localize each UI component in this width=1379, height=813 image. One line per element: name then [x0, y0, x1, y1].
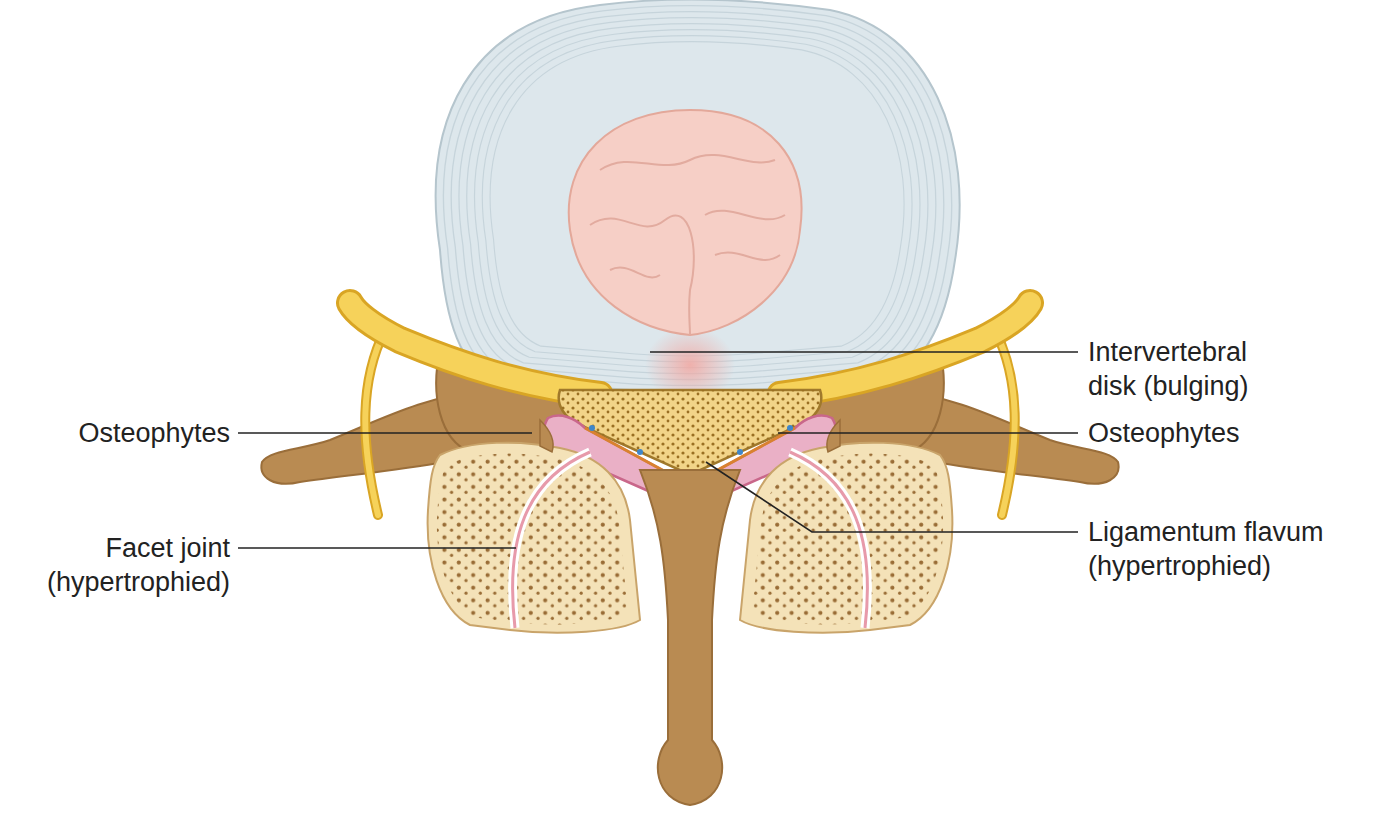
vessel-dot — [637, 449, 643, 455]
nucleus-fold — [705, 211, 785, 220]
part-label: Ligamentum flavum (hypertrophied) — [1088, 515, 1373, 583]
annulus-ring — [475, 30, 920, 368]
annulus-ring — [467, 24, 928, 374]
annulus-rings — [444, 6, 952, 392]
part-label: Osteophytes — [1088, 416, 1338, 450]
vessel-dots — [589, 425, 793, 455]
part-label: Intervertebral disk (bulging) — [1088, 335, 1288, 403]
leader-lines — [238, 352, 1078, 548]
part-label: Osteophytes — [20, 416, 230, 450]
vessel-dot — [787, 425, 793, 431]
annulus-ring — [451, 12, 943, 386]
nucleus-fold — [610, 268, 660, 278]
leader-line — [238, 432, 532, 434]
spinous-process — [640, 470, 740, 805]
nucleus-fold — [590, 215, 694, 335]
nucleus-fold — [715, 253, 780, 260]
annulus-ring — [459, 18, 936, 380]
nucleus-folds — [590, 155, 785, 335]
nucleus-pulposus — [569, 110, 802, 335]
leader-line — [706, 462, 1078, 532]
lamina-left — [428, 420, 640, 633]
leader-line — [778, 432, 1078, 434]
annulus-ring — [490, 42, 904, 356]
leader-line — [238, 547, 516, 549]
annulus-ring — [444, 6, 952, 392]
nucleus-fold — [600, 155, 775, 170]
leader-line — [650, 351, 1078, 353]
vessel-dot — [737, 449, 743, 455]
lamina-right — [740, 420, 952, 633]
vessel-dot — [589, 425, 595, 431]
part-label: Facet joint (hypertrophied) — [4, 531, 230, 599]
annulus-ring — [482, 36, 912, 362]
